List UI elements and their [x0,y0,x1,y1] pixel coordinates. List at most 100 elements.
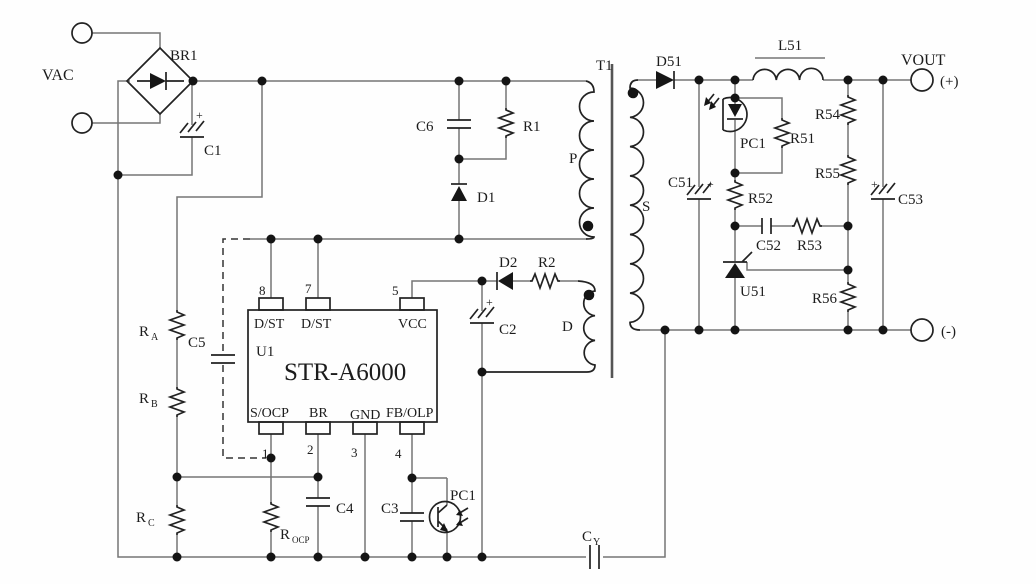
pin1-name: S/OCP [250,406,289,421]
label-c4: C4 [336,501,354,517]
secondary-phase-dot [627,87,639,99]
pin7-num: 7 [305,281,312,296]
vcc-diode-d2 [496,272,513,290]
pin7-name: D/ST [301,317,332,332]
label-r1: R1 [523,119,541,135]
bridge-rectifier-br1 [125,46,195,116]
label-rc-sub: C [148,518,155,529]
label-primary-p: P [569,151,577,167]
c2-plus: + [486,295,493,309]
output-choke-l51 [752,67,824,81]
label-cy: C [582,529,592,545]
label-c51: C51 [668,175,693,191]
pin2-name: BR [309,406,328,421]
label-t1: T1 [596,58,613,74]
secondary-wires [638,57,911,331]
optional-cap-dashed-link [222,238,266,459]
pin5-name: VCC [398,317,427,332]
resistor-rc [169,504,185,536]
comp-cap-c52 [761,218,772,234]
label-rocp-sub: OCP [292,535,310,545]
br-cap-c4 [305,497,331,507]
label-vac: VAC [42,67,74,84]
label-r55: R55 [815,166,840,182]
label-c3: C3 [381,501,399,517]
ocp-resistor-rocp [263,501,279,533]
resistor-r51 [774,117,790,149]
label-r56: R56 [812,291,838,307]
label-r52: R52 [748,191,773,207]
junction-dots [113,75,888,562]
pin4-num: 4 [395,446,402,461]
transformer-t1 [482,64,645,378]
label-pc1-secondary: PC1 [740,136,766,152]
secondary-winding [629,79,645,331]
snubber-cap-c6 [446,119,472,129]
label-br1: BR1 [170,48,198,64]
optocoupler-transistor-pc1 [428,500,469,534]
c51-plus: + [707,177,714,191]
resistor-ra [169,309,185,341]
shunt-regulator-u51 [723,251,753,278]
label-part-number: STR-A6000 [284,359,406,386]
resistor-r55 [840,154,856,186]
label-vout-minus: (-) [941,324,956,340]
label-c53: C53 [898,192,923,208]
label-c5: C5 [188,335,206,351]
ic-str-a6000 [247,297,438,435]
fb-cap-c3 [399,512,425,522]
label-ra-sub: A [151,332,159,343]
comp-res-r53 [791,218,823,234]
label-l51: L51 [778,38,802,54]
label-u1: U1 [256,344,274,360]
label-c1: C1 [204,143,222,159]
label-r53: R53 [797,238,822,254]
label-u51: U51 [740,284,766,300]
snubber-res-r1 [498,107,514,139]
resistor-r56 [840,281,856,313]
vout-terminals [910,68,934,342]
label-d51: D51 [656,54,682,70]
optocoupler-led-pc1 [704,93,748,133]
label-c2: C2 [499,322,517,338]
pin1-num: 1 [262,446,269,461]
c1-plus: + [196,108,203,122]
label-r2: R2 [538,255,556,271]
aux-winding [482,280,596,373]
resistor-r54 [840,94,856,126]
label-vout-plus: (+) [940,74,958,90]
label-d1: D1 [477,190,495,206]
primary-wires [92,32,666,558]
aux-phase-dot [583,289,595,301]
c53-plus: + [871,177,878,191]
primary-winding [578,80,595,240]
label-c52: C52 [756,238,781,254]
label-secondary-s: S [642,199,650,215]
vcc-res-r2 [529,273,561,289]
pin8-num: 8 [259,283,266,298]
resistor-rb [169,386,185,418]
label-d2: D2 [499,255,517,271]
label-ra: R [139,324,149,340]
pin3-num: 3 [351,445,358,460]
pin8-name: D/ST [254,317,285,332]
y-capacitor-cy [589,545,600,569]
vac-terminals [71,22,93,134]
snubber-diode-d1 [451,183,467,201]
label-aux-d: D [562,319,573,335]
optional-cap-c5 [210,354,236,364]
primary-phase-dot [582,220,594,232]
label-rc: R [136,510,146,526]
label-c6: C6 [416,119,434,135]
pin3-name: GND [350,408,380,423]
resistor-r52 [727,179,743,211]
label-r51: R51 [790,131,815,147]
label-rocp: R [280,527,290,543]
pin4-name: FB/OLP [386,406,434,421]
label-cy-sub: Y [593,537,600,548]
label-vout: VOUT [901,52,946,69]
label-rb: R [139,391,149,407]
pin5-num: 5 [392,283,399,298]
